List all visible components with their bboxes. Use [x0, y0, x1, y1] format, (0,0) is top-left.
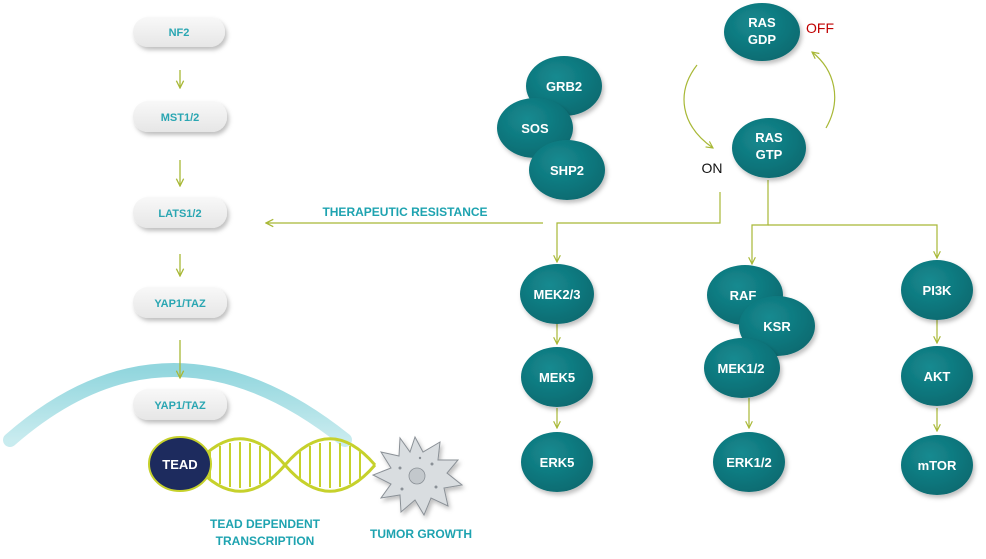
erk5-label: ERK5 — [540, 455, 575, 470]
akt-node: AKT — [901, 346, 973, 406]
tead-transcription-label-2: TRANSCRIPTION — [216, 534, 315, 548]
adaptor-complex: GRB2 SOS SHP2 — [497, 56, 605, 200]
lats-label: LATS1/2 — [158, 208, 201, 220]
ras-gtp-node: RAS GTP — [732, 118, 806, 178]
ksr-label: KSR — [763, 319, 791, 334]
ras-gdp-label-1: RAS — [748, 15, 776, 30]
mst-label: MST1/2 — [161, 112, 200, 124]
ras-gdp-node: RAS GDP — [724, 3, 800, 61]
therapeutic-resistance-label: THERAPEUTIC RESISTANCE — [322, 205, 487, 219]
tead-transcription-label-1: TEAD DEPENDENT — [210, 517, 321, 531]
nf2-label: NF2 — [169, 27, 190, 39]
ras-branch-connectors — [557, 180, 937, 431]
mek5-label: MEK5 — [539, 370, 575, 385]
grb2-label: GRB2 — [546, 79, 582, 94]
tumor-cell-icon — [371, 435, 464, 517]
ras-gdp-label-2: GDP — [748, 32, 777, 47]
yap-nucleus-label: YAP1/TAZ — [154, 400, 206, 412]
pill-yap-nucleus: YAP1/TAZ — [133, 389, 227, 420]
erk12-label: ERK1/2 — [726, 455, 772, 470]
mek23-label: MEK2/3 — [534, 287, 581, 302]
on-label: ON — [702, 160, 723, 176]
dna-helix-icon — [193, 437, 377, 493]
ras-gtp-label-1: RAS — [755, 130, 783, 145]
therapeutic-resistance-arrow: THERAPEUTIC RESISTANCE — [266, 205, 543, 223]
ras-cycle-arrows — [683, 52, 836, 148]
mek5-node: MEK5 — [521, 347, 593, 407]
mek12-node: MEK1/2 — [704, 338, 780, 398]
mek12-label: MEK1/2 — [718, 361, 765, 376]
mtor-label: mTOR — [918, 458, 957, 473]
pi3k-node: PI3K — [901, 260, 973, 320]
pill-mst: MST1/2 — [133, 101, 227, 132]
off-label: OFF — [806, 20, 834, 36]
pill-yap-cytoplasm: YAP1/TAZ — [133, 287, 227, 318]
akt-label: AKT — [924, 369, 951, 384]
yap-cytoplasm-label: YAP1/TAZ — [154, 298, 206, 310]
shp2-label: SHP2 — [550, 163, 584, 178]
tead-node: TEAD — [148, 436, 212, 492]
ras-gtp-label-2: GTP — [756, 147, 783, 162]
mek23-node: MEK2/3 — [520, 264, 594, 324]
erk12-node: ERK1/2 — [713, 432, 785, 492]
tumor-growth-label: TUMOR GROWTH — [370, 527, 472, 541]
tead-label: TEAD — [162, 457, 197, 472]
shp2-node: SHP2 — [529, 140, 605, 200]
raf-label: RAF — [730, 288, 757, 303]
pill-nf2: NF2 — [133, 17, 225, 47]
pi3k-label: PI3K — [923, 283, 953, 298]
erk5-node: ERK5 — [521, 432, 593, 492]
sos-label: SOS — [521, 121, 549, 136]
nucleus-membrane — [3, 363, 352, 447]
mtor-node: mTOR — [901, 435, 973, 495]
pill-lats: LATS1/2 — [133, 197, 227, 228]
